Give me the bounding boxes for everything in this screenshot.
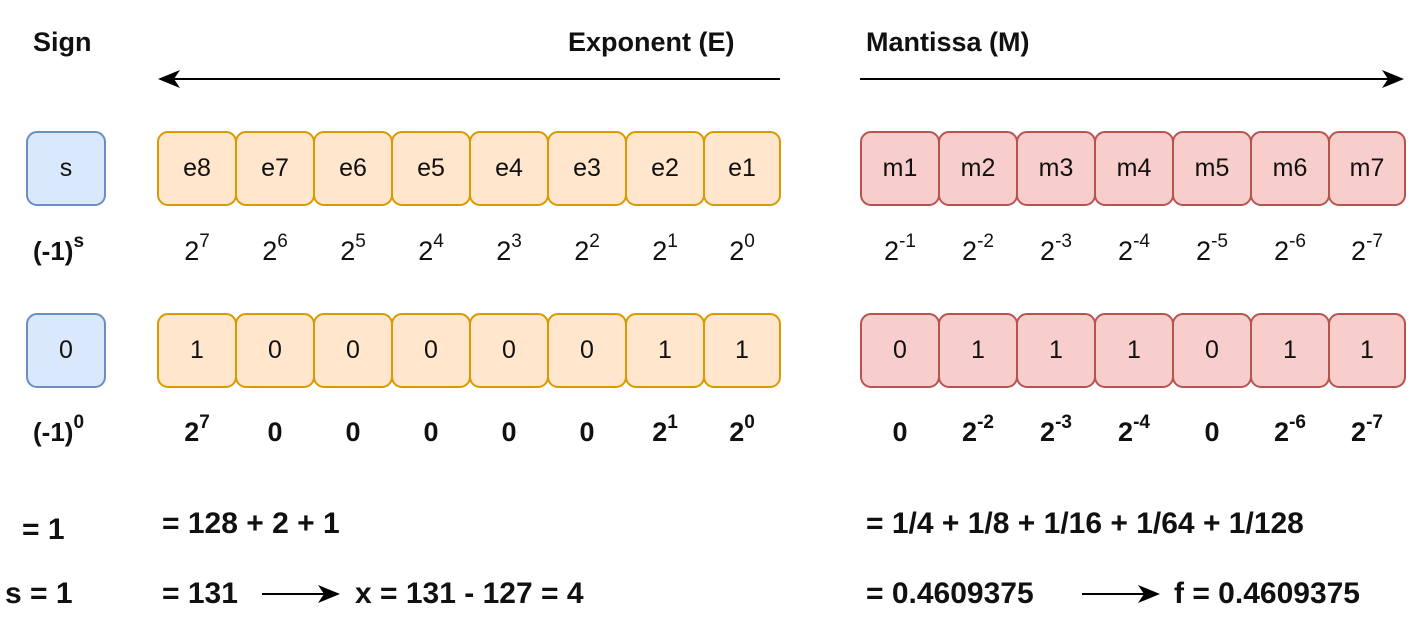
sign-weight: (-1)s: [33, 231, 85, 266]
exponent-weight: 24: [418, 231, 444, 266]
sign-value: (-1)0: [33, 412, 85, 447]
mantissa-calc-line1: = 1/4 + 1/8 + 1/16 + 1/64 + 1/128: [866, 507, 1304, 540]
mantissa-weight: 2-6: [1274, 231, 1306, 266]
exponent-contribution: 27: [184, 412, 210, 447]
exponent-weight: 26: [262, 231, 288, 266]
exponent-contribution: 0: [345, 417, 361, 447]
exponent-bit-label: e6: [313, 131, 393, 206]
exponent-bit-value: 0: [235, 313, 315, 388]
exponent-calc-line1: = 128 + 2 + 1: [162, 507, 340, 540]
exponent-weight: 20: [729, 231, 755, 266]
sign-bit-label-box: s: [26, 131, 106, 206]
mantissa-bit-value: 1: [938, 313, 1018, 388]
exponent-contribution: 0: [579, 417, 595, 447]
exponent-bit-value: 0: [313, 313, 393, 388]
mantissa-bit-label: m1: [860, 131, 940, 206]
exponent-weight: 22: [574, 231, 600, 266]
exponent-contribution: 0: [267, 417, 283, 447]
exponent-bit-value: 0: [391, 313, 471, 388]
exponent-weight: 23: [496, 231, 522, 266]
mantissa-contribution: 2-4: [1118, 412, 1150, 447]
sign-calc-line2: s = 1: [5, 577, 73, 610]
exponent-bit-label: e1: [703, 131, 781, 206]
exponent-result-arrow: [262, 585, 340, 603]
mantissa-contribution: 2-3: [1040, 412, 1072, 447]
mantissa-calc-line2-left: = 0.4609375: [866, 577, 1034, 610]
mantissa-bit-label: m2: [938, 131, 1018, 206]
mantissa-bit-label: m6: [1250, 131, 1330, 206]
mantissa-contribution: 0: [892, 417, 908, 447]
exponent-bit-value: 1: [157, 313, 237, 388]
mantissa-weight: 2-2: [962, 231, 994, 266]
exponent-bit-value: 1: [703, 313, 781, 388]
exponent-bit-label: e3: [547, 131, 627, 206]
exponent-contribution: 0: [501, 417, 517, 447]
mantissa-bit-label: m4: [1094, 131, 1174, 206]
mantissa-contribution: 2-7: [1351, 412, 1383, 447]
mantissa-bit-value: 1: [1016, 313, 1096, 388]
mantissa-bit-value: 0: [1172, 313, 1252, 388]
exponent-bit-value: 0: [469, 313, 549, 388]
mantissa-weight: 2-5: [1196, 231, 1228, 266]
mantissa-weight: 2-1: [884, 231, 916, 266]
mantissa-bit-value: 1: [1328, 313, 1406, 388]
exponent-weight: 25: [340, 231, 366, 266]
exponent-bit-value: 1: [625, 313, 705, 388]
mantissa-calc-line2-right: f = 0.4609375: [1174, 577, 1360, 610]
exponent-contribution: 21: [652, 412, 678, 447]
exponent-weight: 27: [184, 231, 210, 266]
exponent-bit-label: e4: [469, 131, 549, 206]
mantissa-result-arrow: [1082, 585, 1160, 603]
mantissa-contribution: 0: [1204, 417, 1220, 447]
sign-bit-value-box: 0: [26, 313, 106, 388]
mantissa-contribution: 2-2: [962, 412, 994, 447]
sign-calc-line1: = 1: [22, 513, 65, 546]
mantissa-bit-value: 0: [860, 313, 940, 388]
mantissa-bit-value: 1: [1094, 313, 1174, 388]
exponent-header: Exponent (E): [568, 27, 735, 57]
mantissa-bit-value: 1: [1250, 313, 1330, 388]
mantissa-bit-label: m3: [1016, 131, 1096, 206]
exponent-weight: 21: [652, 231, 678, 266]
mantissa-bit-label: m7: [1328, 131, 1406, 206]
exponent-contribution: 0: [423, 417, 439, 447]
exponent-contribution: 20: [729, 412, 755, 447]
mantissa-direction-arrow: [860, 70, 1404, 88]
exponent-calc-line2-right: x = 131 - 127 = 4: [355, 577, 584, 610]
sign-header: Sign: [33, 27, 92, 57]
exponent-bit-label: e5: [391, 131, 471, 206]
mantissa-header: Mantissa (M): [866, 27, 1030, 57]
mantissa-weight: 2-4: [1118, 231, 1150, 266]
mantissa-bit-label: m5: [1172, 131, 1252, 206]
exponent-bit-value: 0: [547, 313, 627, 388]
exponent-bit-label: e7: [235, 131, 315, 206]
exponent-bit-label: e8: [157, 131, 237, 206]
exponent-bit-label: e2: [625, 131, 705, 206]
mantissa-weight: 2-3: [1040, 231, 1072, 266]
exponent-direction-arrow: [158, 70, 780, 88]
exponent-calc-line2-left: = 131: [162, 577, 238, 610]
mantissa-contribution: 2-6: [1274, 412, 1306, 447]
mantissa-weight: 2-7: [1351, 231, 1383, 266]
